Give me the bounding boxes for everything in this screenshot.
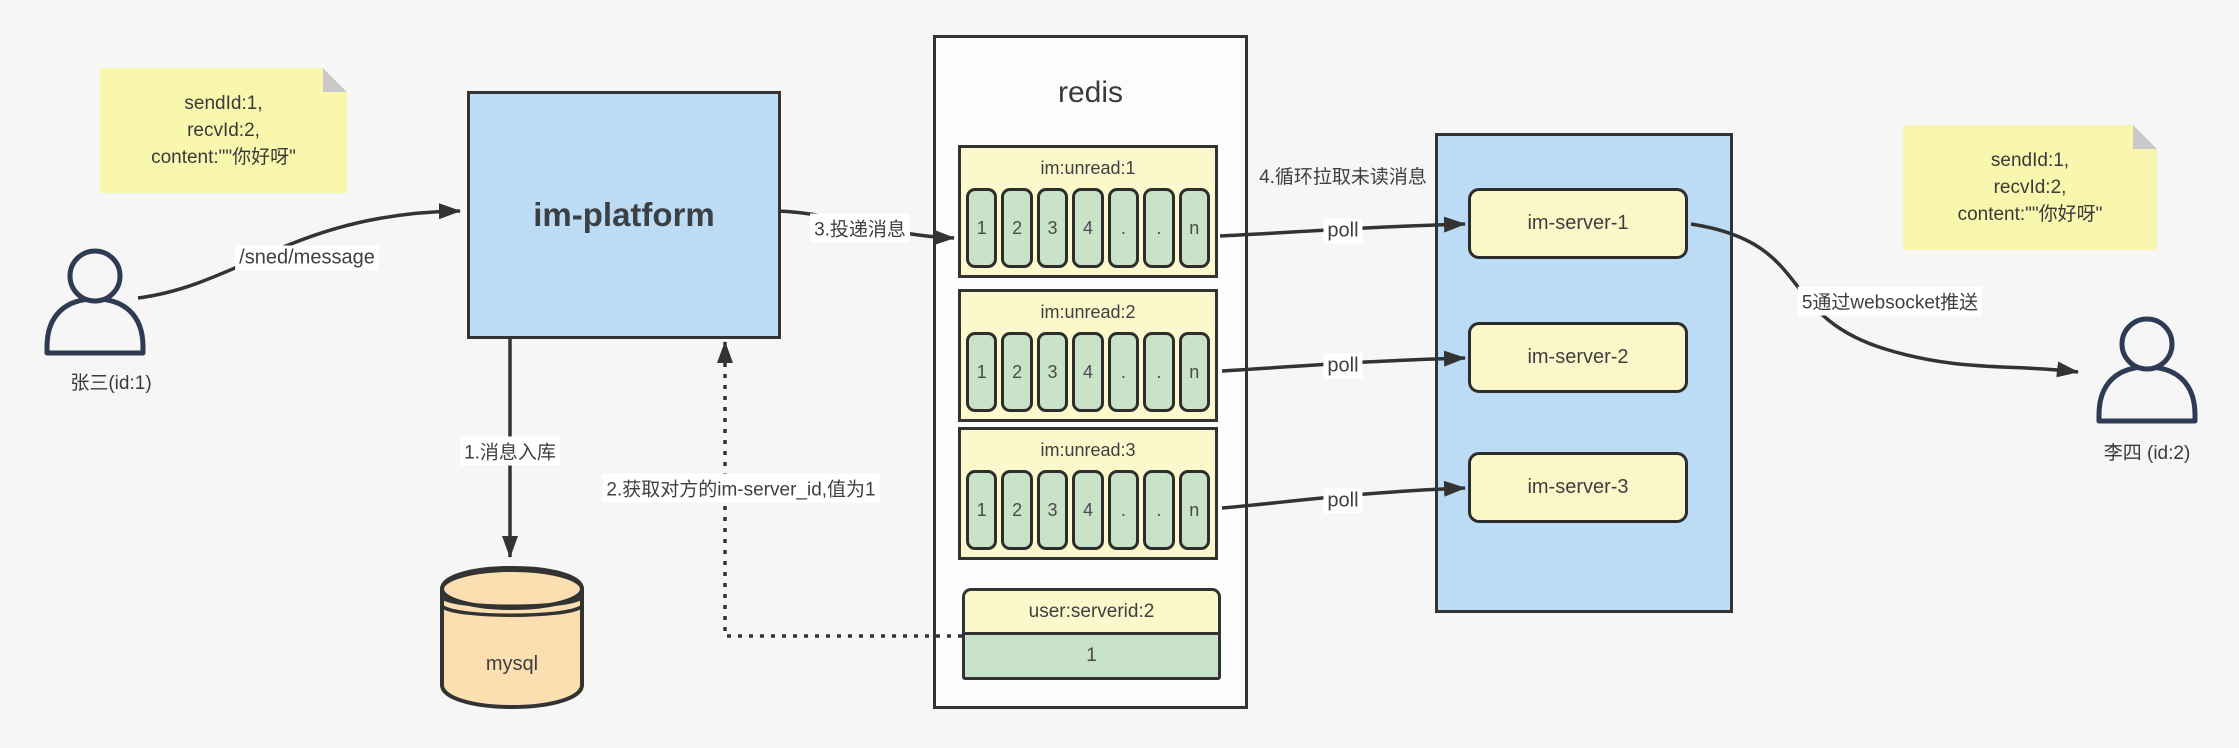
edge-label-step1: 1.消息入库 xyxy=(460,436,560,466)
edge-label-step5: 5通过websocket推送 xyxy=(1797,286,1983,316)
sender-label: 张三(id:1) xyxy=(70,373,152,394)
im-platform-label: im-platform xyxy=(533,196,715,233)
queue-cell: 1 xyxy=(966,332,998,412)
queue-cell: 3 xyxy=(1036,470,1069,550)
queue-cell: 2 xyxy=(1001,470,1033,550)
queue-cell: 3 xyxy=(1036,332,1069,412)
queue-cell: n xyxy=(1178,470,1210,550)
im-server-1-box: im-server-1 xyxy=(1468,188,1688,259)
queue-cell: . xyxy=(1143,470,1175,550)
edge-label-send-path: /sned/message xyxy=(235,245,379,271)
note-fold-icon xyxy=(2133,125,2157,149)
queue-cells: 1 2 3 4 . . n xyxy=(961,332,1215,419)
im-platform-box: im-platform xyxy=(467,91,781,339)
redis-title: redis xyxy=(1057,76,1124,109)
queue-cell: 2 xyxy=(1001,332,1033,412)
im-server-3-label: im-server-3 xyxy=(1527,476,1629,498)
queue-key-label: im:unread:3 xyxy=(1040,439,1136,460)
receiver-label: 李四 (id:2) xyxy=(2103,443,2191,464)
im-server-2-label: im-server-2 xyxy=(1527,346,1629,368)
queue-cell: 1 xyxy=(966,470,998,550)
note-line: recvId:2, xyxy=(1993,177,2067,198)
queue-cell: 4 xyxy=(1072,470,1104,550)
note-line: sendId:1, xyxy=(1990,150,2070,171)
kv-value: 1 xyxy=(965,635,1218,677)
kv-key-label: user:serverid:2 xyxy=(965,591,1218,635)
person-receiver-icon xyxy=(2092,316,2202,426)
note-line: recvId:2, xyxy=(187,120,260,141)
queue-cell: 4 xyxy=(1072,188,1104,268)
queue-cell: . xyxy=(1107,188,1140,268)
queue-cells: 1 2 3 4 . . n xyxy=(961,470,1215,557)
note-line: sendId:1, xyxy=(184,93,263,114)
person-sender-icon xyxy=(40,248,150,358)
queue-cell: . xyxy=(1143,188,1175,268)
queue-cell: n xyxy=(1178,332,1210,412)
edge-label-poll-3: poll xyxy=(1323,488,1363,514)
queue-key-label: im:unread:1 xyxy=(1040,157,1136,178)
edge-label-step3: 3.投递消息 xyxy=(810,213,910,243)
edge-label-step4: 4.循环拉取未读消息 xyxy=(1259,167,1427,188)
redis-kv-user-serverid: user:serverid:2 1 xyxy=(962,588,1221,680)
sticky-note-left: sendId:1, recvId:2, content:""你好呀" xyxy=(100,68,347,193)
note-line: content:""你好呀" xyxy=(151,147,296,168)
edge-label-poll-2: poll xyxy=(1323,353,1363,379)
im-server-2-box: im-server-2 xyxy=(1468,322,1688,393)
note-line: content:""你好呀" xyxy=(1957,204,2103,225)
im-server-3-box: im-server-3 xyxy=(1468,452,1688,523)
queue-cell: 2 xyxy=(1001,188,1033,268)
queue-cell: n xyxy=(1178,188,1210,268)
note-fold-icon xyxy=(323,68,347,92)
queue-key-label: im:unread:2 xyxy=(1040,301,1136,322)
edge-label-poll-1: poll xyxy=(1323,218,1363,244)
queue-cell: . xyxy=(1107,332,1140,412)
queue-cell: . xyxy=(1107,470,1140,550)
redis-queue-unread-3: im:unread:3 1 2 3 4 . . n xyxy=(958,427,1218,560)
redis-queue-unread-2: im:unread:2 1 2 3 4 . . n xyxy=(958,289,1218,422)
redis-queue-unread-1: im:unread:1 1 2 3 4 . . n xyxy=(958,145,1218,278)
sticky-note-right: sendId:1, recvId:2, content:""你好呀" xyxy=(1903,125,2157,250)
im-server-1-label: im-server-1 xyxy=(1527,212,1629,234)
queue-cell: 1 xyxy=(966,188,998,268)
queue-cells: 1 2 3 4 . . n xyxy=(961,188,1215,275)
edge-label-step2: 2.获取对方的im-server_id,值为1 xyxy=(602,473,880,503)
mysql-database-icon: mysql xyxy=(437,565,587,710)
queue-cell: 3 xyxy=(1036,188,1069,268)
queue-cell: 4 xyxy=(1072,332,1104,412)
mysql-label: mysql xyxy=(485,653,539,675)
queue-cell: . xyxy=(1143,332,1175,412)
